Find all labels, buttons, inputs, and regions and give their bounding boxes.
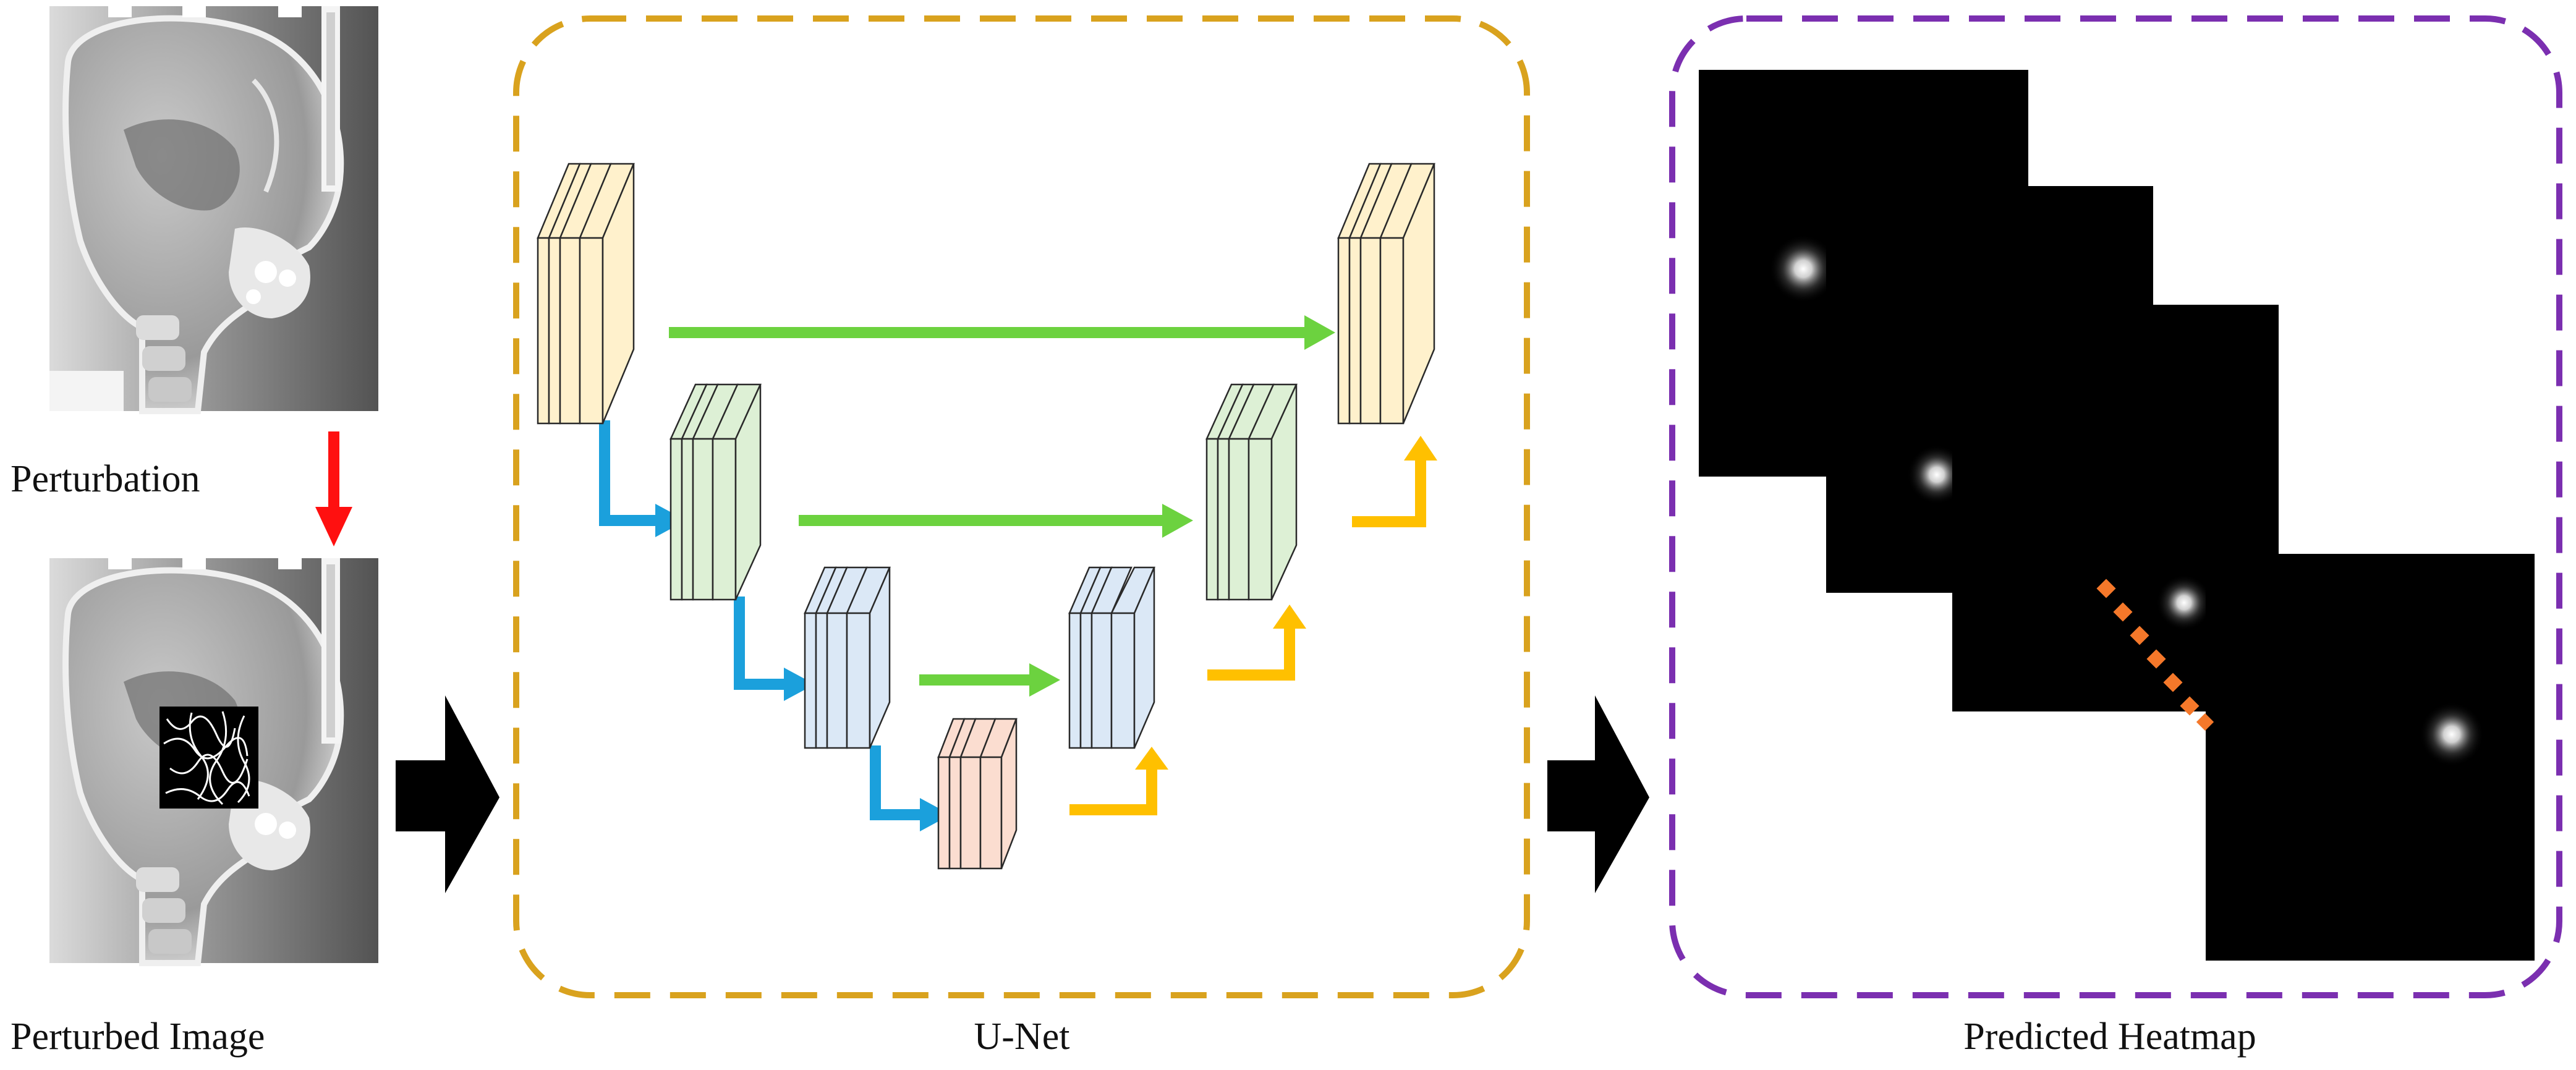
heatmap-4 (2206, 554, 2535, 961)
perturbed-xray-image (49, 558, 378, 966)
landmark-link-line (2096, 579, 2214, 731)
heatmap-stack (1699, 70, 2535, 961)
unet-label: U-Net (974, 1016, 1070, 1058)
flow-arrow-output (1547, 695, 1649, 893)
encoder-block-1 (537, 163, 635, 425)
landmark-peak-3 (2156, 575, 2212, 631)
decoder-block-1 (1337, 163, 1435, 425)
landmark-peak-2 (1907, 445, 1966, 504)
predicted-heatmap-label: Predicted Heatmap (1963, 1016, 2256, 1058)
bottleneck-block (937, 718, 1018, 870)
encoder-block-3 (804, 566, 891, 749)
flow-arrow-input (396, 695, 499, 893)
perturbation-patch-icon (159, 707, 258, 809)
skull-xray-icon (62, 15, 344, 414)
perturbation-arrow (315, 431, 352, 546)
heatmap-panel (1669, 15, 2562, 998)
perturbation-label: Perturbation (11, 458, 200, 500)
skip-connection-arrows (669, 315, 1335, 697)
upsample-arrows (1069, 436, 1437, 815)
downsample-arrows (599, 420, 951, 831)
original-xray-image (49, 6, 378, 414)
landmark-peak-1 (1769, 235, 1837, 303)
landmark-peak-4 (2420, 702, 2484, 766)
decoder-block-2 (1205, 383, 1298, 601)
perturbed-image-label: Perturbed Image (11, 1016, 265, 1058)
unet-panel (513, 15, 1530, 998)
encoder-block-2 (670, 383, 762, 601)
decoder-block-3 (1068, 566, 1155, 749)
